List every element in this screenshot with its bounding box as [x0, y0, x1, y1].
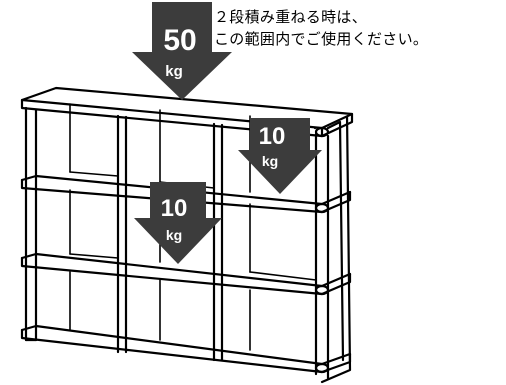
load-unit-top: kg	[165, 63, 183, 80]
load-arrow-top: 50 kg	[132, 2, 232, 100]
load-unit-middle: kg	[166, 227, 182, 243]
dividers	[116, 114, 330, 380]
stacking-note: ２段積み重ねる時は、 この範囲内でご使用ください。	[214, 6, 428, 50]
load-arrow-right: 10 kg	[238, 118, 322, 194]
stacking-note-line-2: この範囲内でご使用ください。	[214, 30, 429, 48]
load-arrow-middle: 10 kg	[134, 182, 222, 264]
left-side-panel	[24, 106, 38, 342]
load-value-middle: 10	[161, 195, 188, 222]
right-side-panel	[313, 112, 352, 384]
load-value-top: 50	[163, 24, 196, 57]
load-unit-right: kg	[262, 153, 278, 169]
load-value-right: 10	[259, 123, 286, 150]
stacking-note-line-1: ２段積み重ねる時は、	[214, 8, 368, 26]
shelf-2	[20, 252, 352, 296]
bottom-board	[20, 324, 352, 374]
